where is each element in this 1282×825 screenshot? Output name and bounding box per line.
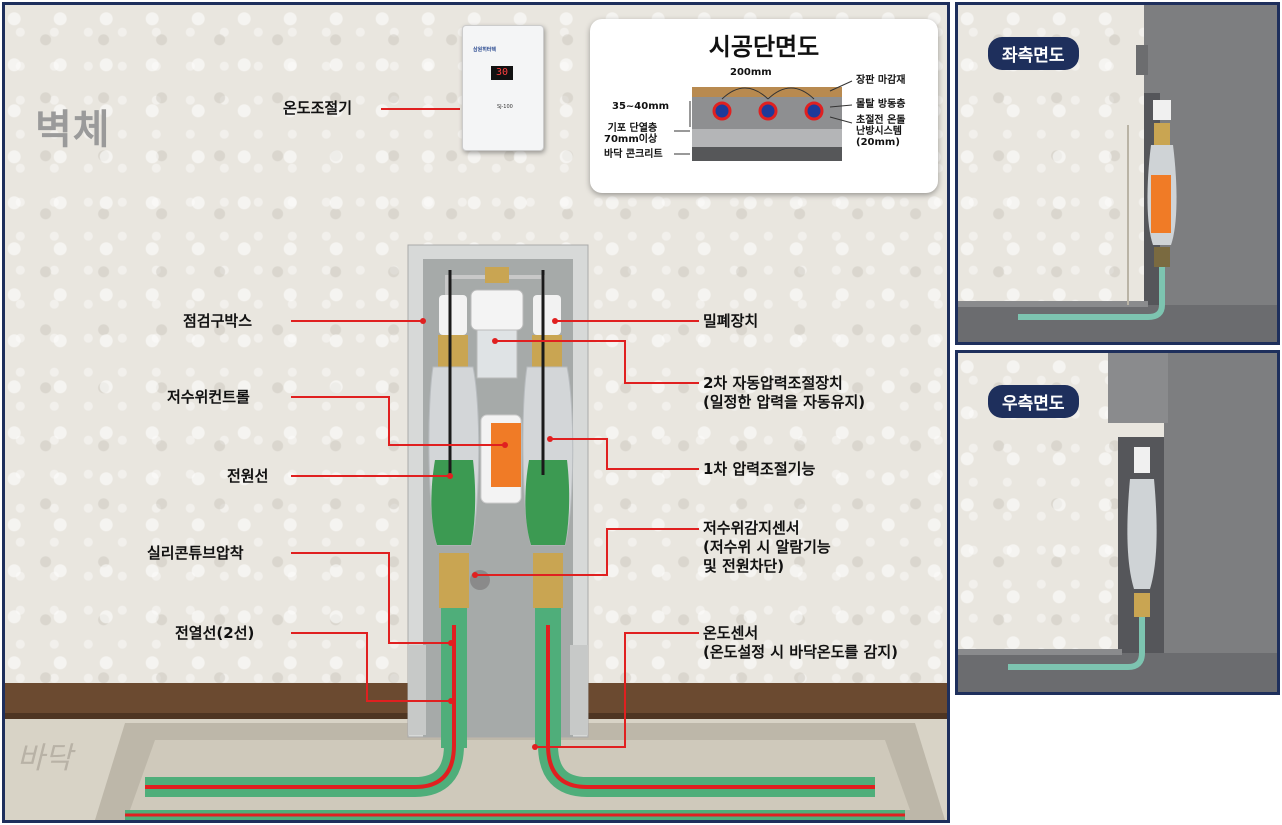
leader-dots	[420, 318, 558, 750]
box-ledge-right	[570, 645, 588, 735]
cs-label-insulation: 기포 단열층 70mm이상	[604, 123, 658, 145]
left-side-illustration	[958, 5, 1277, 342]
right-brass-fitting	[532, 335, 562, 367]
cross-section-card: 시공단면도 200mm 35~40mm 기포 단열층 70mm이상 바닥 콘크리…	[590, 19, 938, 193]
left-side-view-tag: 좌측면도	[988, 37, 1079, 70]
thermostat-model: SJ-100	[497, 104, 513, 110]
right-seal-cap	[533, 295, 561, 335]
callout-temperature-sensor: 온도센서 (온도설정 시 바닥온도를 감지)	[703, 624, 898, 661]
callout-low-water-control: 저수위컨트롤	[167, 388, 250, 406]
main-illustration	[5, 108, 947, 820]
cs-label-mortar: 몰탈 방동층	[856, 99, 906, 110]
cross-section-title: 시공단면도	[708, 33, 820, 61]
top-tee-fitting	[485, 267, 509, 283]
callout-inspection-box: 점검구박스	[183, 312, 253, 330]
right-side-view-tag: 우측면도	[988, 385, 1079, 418]
right-side-illustration	[958, 353, 1277, 692]
box-ledge-left	[408, 645, 426, 735]
thermostat-display: 30	[491, 66, 513, 80]
cs-label-concrete: 바닥 콘크리트	[604, 149, 663, 160]
callout-power-cable: 전원선	[227, 467, 269, 485]
main-diagram-panel: 벽체 바닥 삼원히터텍 30 SJ-100 온도조절기 시공단면도	[2, 2, 950, 823]
callout-primary-regulator: 1차 압력조절기능	[703, 460, 816, 478]
cs-label-width: 200mm	[730, 67, 772, 78]
callout-silicone-tube: 실리콘튜브압착	[147, 544, 244, 562]
right-tube-water	[525, 460, 570, 545]
thermostat-label: 온도조절기	[283, 99, 353, 117]
left-tube-water	[431, 460, 476, 545]
left-side-view-panel: 좌측면도	[955, 2, 1280, 345]
wall-label: 벽체	[35, 107, 111, 153]
callout-secondary-regulator: 2차 자동압력조절장치 (일정한 압력을 자동유지)	[703, 374, 866, 411]
leader-lines	[291, 108, 699, 748]
pressure-regulator-cap	[470, 289, 524, 331]
thermostat: 삼원히터텍 30 SJ-100	[462, 25, 544, 151]
thermostat-brand: 삼원히터텍	[473, 47, 497, 53]
callout-sealing-device: 밀폐장치	[703, 312, 759, 330]
callout-low-water-sensor: 저수위감지센서 (저수위 시 알람기능 및 전원차단)	[703, 519, 831, 575]
cs-label-system: 초절전 온돌 난방시스템 (20mm)	[856, 115, 906, 148]
left-brass-fitting	[438, 335, 468, 367]
left-seal-cap	[439, 295, 467, 335]
low-water-controller-label	[491, 423, 521, 487]
right-side-view-panel: 우측면도	[955, 350, 1280, 695]
floor-label: 바닥	[17, 741, 73, 776]
cs-label-finish: 장판 마감재	[856, 75, 906, 86]
pressure-regulator-body	[476, 329, 518, 379]
left-lower-fitting	[439, 553, 469, 608]
right-lower-fitting	[533, 553, 563, 608]
floor-trench-inner	[130, 740, 910, 810]
cs-label-thickness: 35~40mm	[612, 101, 670, 112]
right-floor-wire	[546, 744, 875, 789]
callout-heating-wire: 전열선(2선)	[175, 624, 255, 642]
cross-section-drawing	[674, 80, 853, 161]
left-floor-wire	[145, 744, 456, 789]
